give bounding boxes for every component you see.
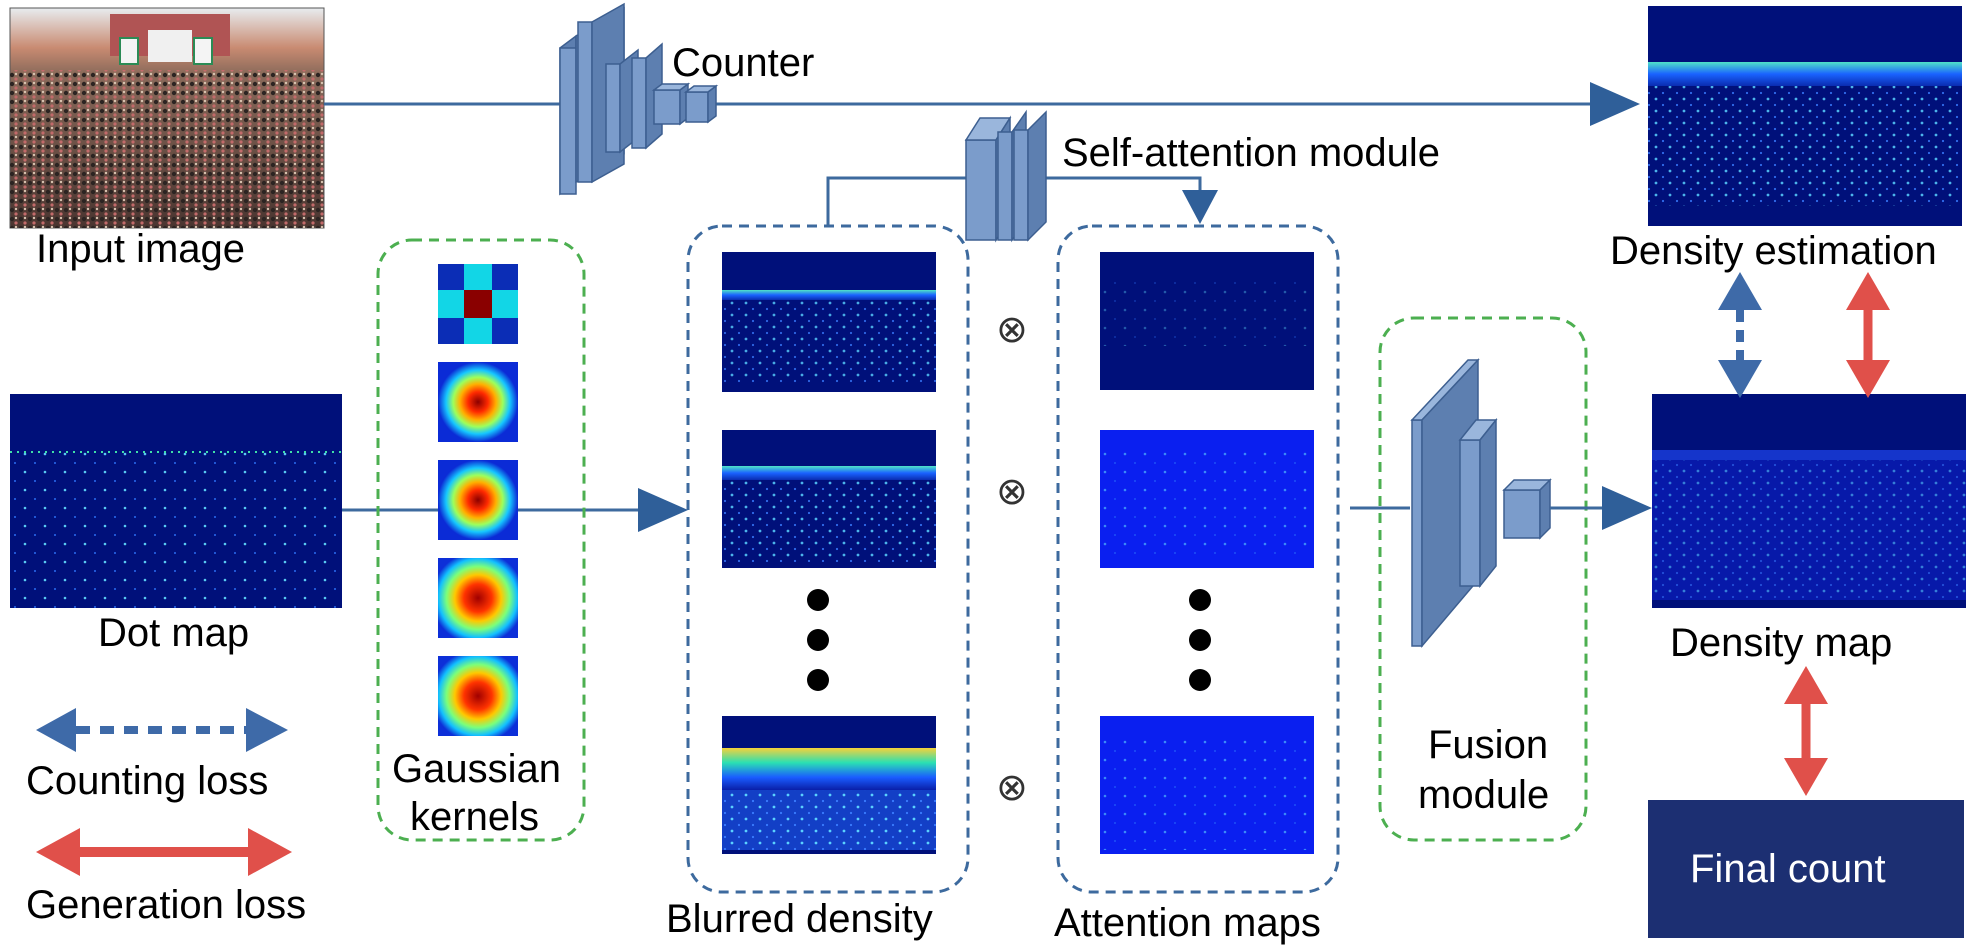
blurred-density-box <box>686 224 970 894</box>
attention-maps-box <box>1056 224 1340 894</box>
density-map-label: Density map <box>1670 621 1892 665</box>
dot-map <box>10 394 342 608</box>
counter-label: Counter <box>672 41 814 85</box>
gaussian-kernel-2 <box>438 362 518 442</box>
attention-maps-label: Attention maps <box>1054 901 1321 945</box>
density-estimation-label: Density estimation <box>1610 229 1937 273</box>
self-attention-label: Self-attention module <box>1062 131 1440 175</box>
attention-map-3 <box>1100 716 1314 854</box>
final-count-label: Final count <box>1690 847 1886 891</box>
dot-map-label: Dot map <box>98 611 249 655</box>
density-map <box>1652 394 1966 608</box>
arrow-to-blurred-density <box>638 488 688 532</box>
input-image-label: Input image <box>36 227 245 271</box>
arrow-to-attention-maps <box>1182 190 1218 224</box>
attention-maps-ellipsis <box>1189 589 1211 691</box>
legend-counting-loss-arrow <box>36 708 288 752</box>
gaussian-kernel-5 <box>438 656 518 736</box>
fusion-network-icon <box>1410 358 1552 649</box>
gaussian-kernel-1 <box>438 264 518 344</box>
generation-loss-arrow-vertical-top <box>1846 272 1890 398</box>
blurred-density-label: Blurred density <box>666 897 933 941</box>
gaussian-kernels-label-line1: Gaussian <box>392 747 561 791</box>
counting-loss-arrow-vertical <box>1718 272 1762 398</box>
gaussian-kernels-box <box>376 238 586 842</box>
counter-network-icon <box>559 2 719 196</box>
arrow-to-density-map <box>1602 486 1652 530</box>
fusion-module-box <box>1378 316 1588 842</box>
multiply-operator-1: ⊗ <box>996 307 1028 351</box>
fusion-module-label-line1: Fusion <box>1428 723 1548 767</box>
generation-loss-arrow-vertical-bottom <box>1784 666 1828 796</box>
gaussian-kernel-3 <box>438 460 518 540</box>
self-attention-network-icon <box>964 109 1047 243</box>
multiply-operator-3: ⊗ <box>996 765 1028 809</box>
gaussian-kernels-label-line2: kernels <box>410 795 539 839</box>
blurred-density-map-1 <box>722 252 936 392</box>
attention-map-1 <box>1100 252 1314 390</box>
gaussian-kernel-4 <box>438 558 518 638</box>
blurred-density-map-2 <box>722 430 936 568</box>
legend-counting-loss-label: Counting loss <box>26 759 268 803</box>
arrow-to-density-estimation <box>1590 82 1640 126</box>
legend-generation-loss-arrow <box>36 828 292 876</box>
multiply-operator-2: ⊗ <box>996 469 1028 513</box>
final-count-box <box>1648 800 1964 938</box>
attention-map-2 <box>1100 430 1314 568</box>
input-image <box>9 7 325 229</box>
density-estimation-map <box>1648 6 1962 226</box>
legend-generation-loss-label: Generation loss <box>26 883 306 927</box>
fusion-module-label-line2: module <box>1418 773 1549 817</box>
blurred-density-map-3 <box>722 716 936 854</box>
blurred-density-ellipsis <box>807 589 829 691</box>
